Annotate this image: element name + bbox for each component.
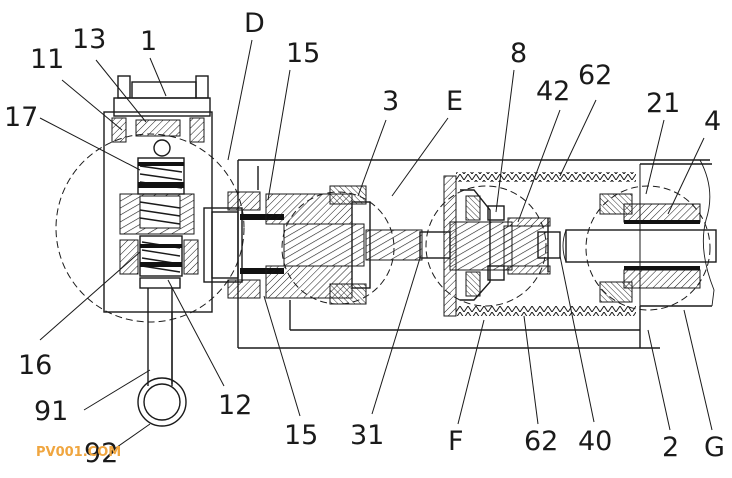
- label-1: 1: [140, 26, 157, 57]
- label-8: 8: [510, 38, 527, 69]
- leader-lines: [39, 39, 713, 453]
- piston-4: [562, 164, 717, 311]
- label-11: 11: [30, 44, 64, 75]
- valve-body: [55, 75, 245, 427]
- label-F: F: [448, 426, 464, 457]
- label-15-bottom: 15: [284, 420, 318, 451]
- watermark: PV001.COM: [36, 445, 121, 460]
- label-17: 17: [4, 102, 38, 133]
- label-4: 4: [704, 106, 721, 137]
- label-91: 91: [34, 396, 68, 427]
- threaded-rod: [365, 229, 451, 261]
- label-3: 3: [382, 86, 399, 117]
- label-E: E: [446, 86, 463, 117]
- label-2: 2: [662, 432, 679, 463]
- label-62-bottom: 62: [524, 426, 558, 457]
- label-92: 92: [84, 438, 118, 469]
- label-40: 40: [578, 426, 612, 457]
- label-31: 31: [350, 420, 384, 451]
- label-G: G: [704, 432, 725, 463]
- label-21: 21: [646, 88, 680, 119]
- label-13: 13: [72, 24, 106, 55]
- label-42: 42: [536, 76, 570, 107]
- label-62-top: 62: [578, 60, 612, 91]
- cylinder-housing: [237, 159, 715, 349]
- label-D: D: [244, 8, 265, 39]
- label-16: 16: [18, 350, 52, 381]
- label-12: 12: [218, 390, 252, 421]
- connector: [203, 191, 284, 299]
- label-15-top: 15: [286, 38, 320, 69]
- piston-8: [425, 172, 636, 317]
- callout-labels: 11 13 1 D 15 8 42 62 3 E 21 4 17 16 91 9…: [4, 8, 725, 469]
